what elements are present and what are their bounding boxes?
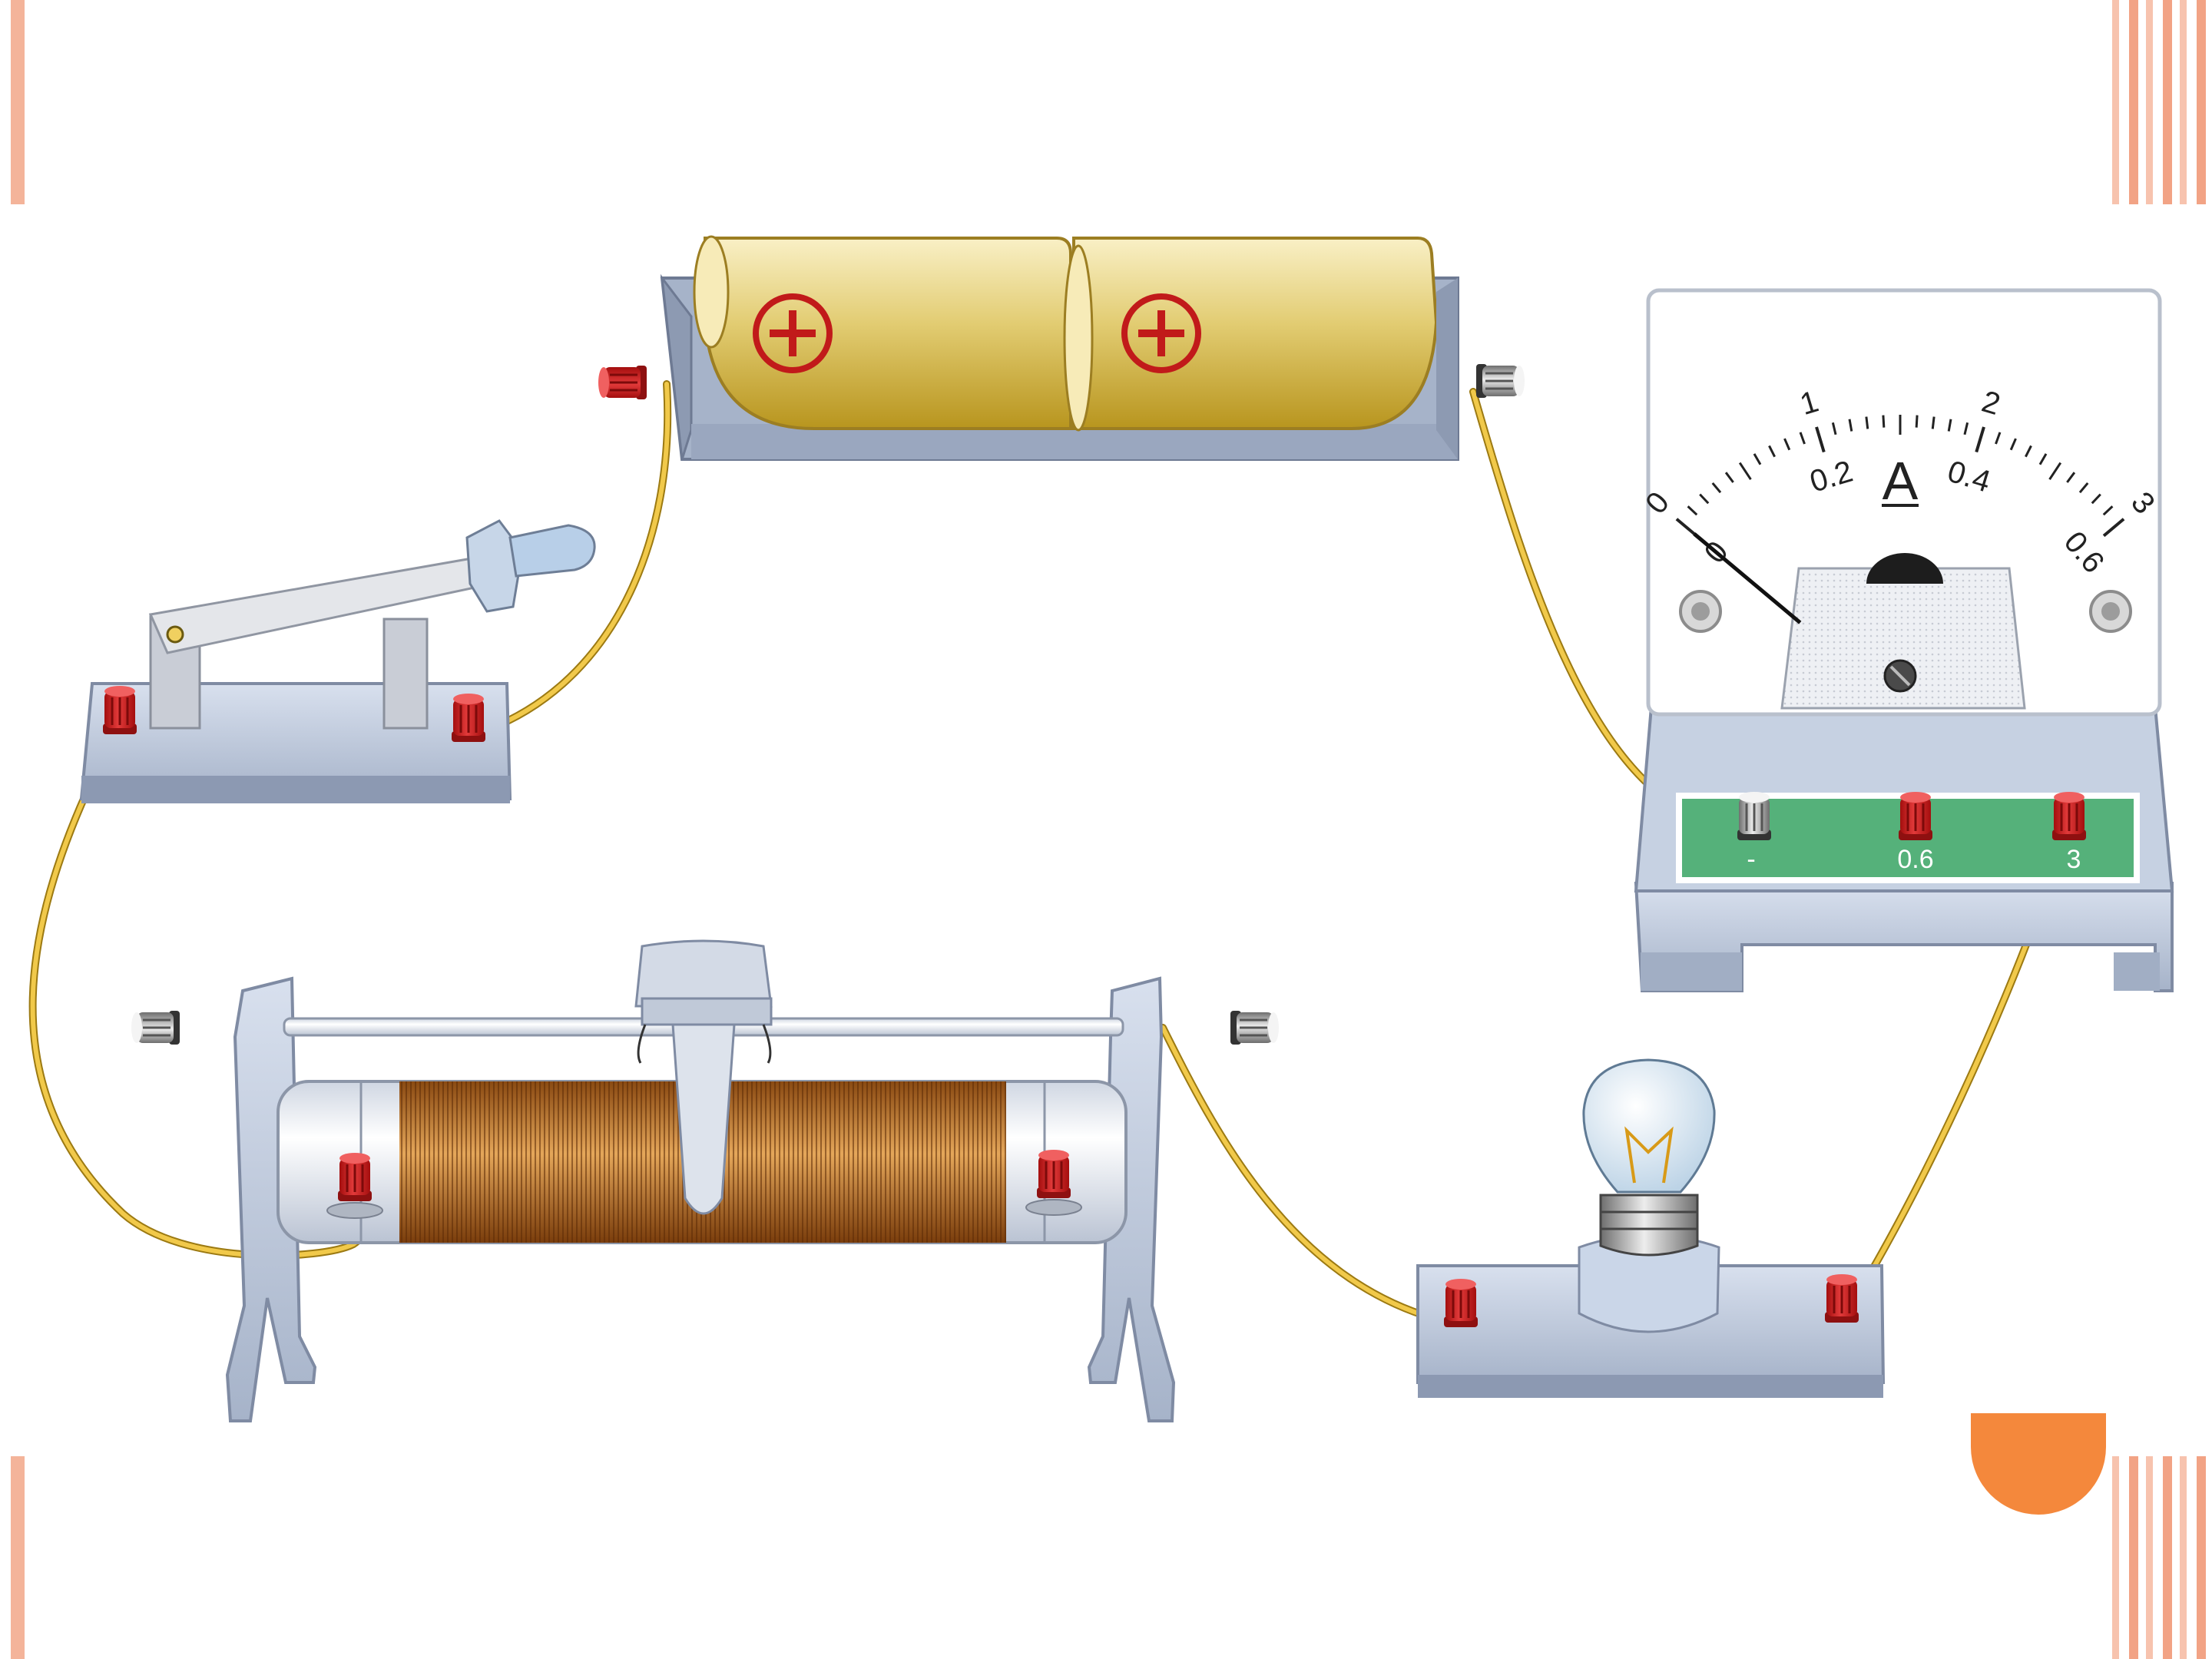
lamp <box>1416 1058 1886 1398</box>
right-bottom-stripes <box>2112 1456 2212 1659</box>
scale-tick <box>1687 505 1698 516</box>
scale-tick <box>2009 438 2017 451</box>
lamp-terminal-left[interactable] <box>1442 1277 1479 1329</box>
scale-tick <box>1738 462 1752 481</box>
scale-tick <box>1995 432 2002 445</box>
scale-tick <box>1963 422 1969 435</box>
rheostat <box>130 939 1280 1422</box>
scale-tick <box>1975 426 1985 453</box>
scale-tick <box>2038 453 2048 465</box>
light-bulb <box>1582 1058 1716 1194</box>
scale-tick <box>2078 482 2089 494</box>
mounting-screw-left <box>1679 590 1722 633</box>
scale-tick <box>1783 438 1791 451</box>
battery-positive-terminal[interactable] <box>597 364 648 401</box>
scale-tick <box>2066 472 2076 483</box>
rheostat-terminal-top-right[interactable] <box>1229 1009 1280 1046</box>
scale-tick <box>1915 415 1919 428</box>
ammeter: 012300.20.40.6 A - 0.6 3 <box>1634 288 2174 992</box>
left-top-accent-bar <box>11 0 25 204</box>
scale-tick <box>1947 419 1952 432</box>
rheostat-slider[interactable] <box>634 939 773 1215</box>
wire-rheostat-to-lamp <box>1159 1024 1448 1325</box>
ammeter-terminal-3[interactable] <box>2051 790 2088 842</box>
scale-tick <box>1799 432 1806 445</box>
terminal-label-negative: - <box>1747 845 1755 874</box>
rheostat-terminal-top-left[interactable] <box>130 1009 181 1046</box>
switch-clip <box>382 618 429 730</box>
battery-plus-icon <box>1121 293 1201 373</box>
switch-handle-collar <box>465 519 524 613</box>
mounting-screw-right <box>2089 590 2132 633</box>
ammeter-unit-label: A <box>1883 451 1919 511</box>
switch-handle[interactable] <box>508 524 596 578</box>
scale-tick <box>1882 415 1886 428</box>
ammeter-needle <box>1693 532 1802 624</box>
scale-tick <box>1768 445 1776 458</box>
scale-tick <box>2091 493 2101 505</box>
right-top-stripes <box>2112 0 2212 204</box>
ammeter-terminal-0-6[interactable] <box>1897 790 1934 842</box>
scale-tick <box>1711 482 1722 494</box>
scale-tick <box>1865 416 1869 429</box>
rheostat-terminal-bottom-right[interactable] <box>1025 1148 1082 1216</box>
knife-switch[interactable] <box>79 519 596 803</box>
switch-terminal-right[interactable] <box>450 692 487 743</box>
rheostat-terminal-bottom-left[interactable] <box>326 1151 383 1219</box>
ammeter-face <box>1646 288 2162 717</box>
switch-blade <box>148 556 487 654</box>
scale-tick <box>1699 493 1710 505</box>
scale-tick <box>2048 462 2062 481</box>
battery-cell-left <box>693 235 1072 430</box>
scale-tick <box>1753 453 1762 465</box>
scale-tick <box>1831 422 1837 435</box>
scale-tick <box>1724 472 1734 483</box>
scale-tick <box>2102 505 2114 516</box>
switch-terminal-left[interactable] <box>101 684 138 736</box>
battery-plus-icon <box>753 293 833 373</box>
scale-tick <box>2025 445 2032 458</box>
battery-holder <box>597 235 1526 461</box>
ammeter-dial-window <box>1780 567 2026 710</box>
scale-tick <box>1848 419 1853 432</box>
scale-tick <box>1815 426 1826 453</box>
ammeter-terminal-negative[interactable] <box>1736 790 1773 842</box>
terminal-label-0-6: 0.6 <box>1897 845 1933 874</box>
left-bottom-accent-bar <box>11 1456 25 1659</box>
scale-tick <box>1675 518 1698 538</box>
scale-tick <box>2102 518 2125 538</box>
lamp-terminal-right[interactable] <box>1823 1273 1860 1324</box>
scale-tick <box>1931 416 1936 429</box>
battery-cell-right <box>1063 237 1439 432</box>
terminal-label-3: 3 <box>2067 845 2081 874</box>
battery-negative-terminal[interactable] <box>1475 363 1526 399</box>
